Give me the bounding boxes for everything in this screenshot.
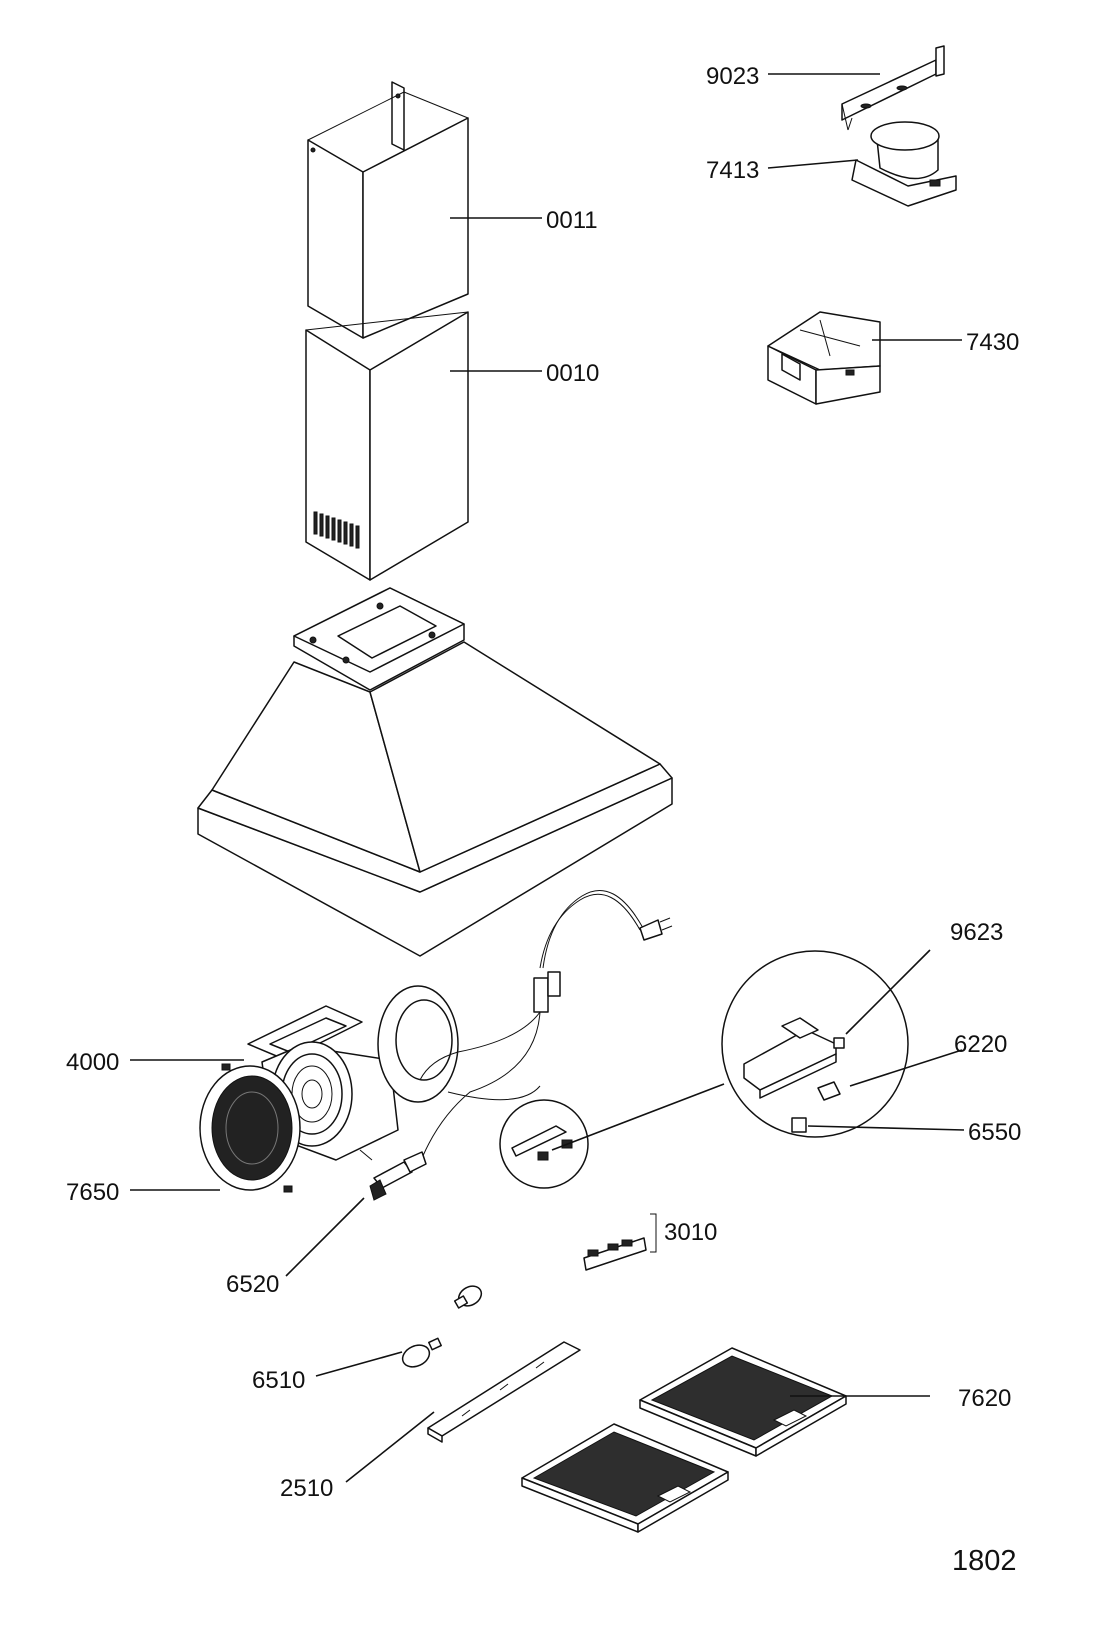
motor-filter-ring xyxy=(199,1063,301,1193)
hood-canopy xyxy=(197,587,673,957)
label-6510: 6510 xyxy=(252,1367,305,1394)
label-7650: 7650 xyxy=(66,1179,119,1206)
chimney-lower-section xyxy=(305,311,469,581)
label-7413: 7413 xyxy=(706,157,759,184)
control-panel-detail xyxy=(721,950,909,1138)
label-0010: 0010 xyxy=(546,360,599,387)
part-number-labels: 0011 0010 9023 7413 7430 9623 6220 6550 … xyxy=(66,63,1021,1577)
air-outlet-ring xyxy=(851,121,957,207)
diagram-reference-number: 1802 xyxy=(952,1545,1017,1577)
label-4000: 4000 xyxy=(66,1049,119,1076)
label-6220: 6220 xyxy=(954,1031,1007,1058)
label-6550: 6550 xyxy=(968,1119,1021,1146)
wall-bracket xyxy=(841,45,945,131)
label-6520: 6520 xyxy=(226,1271,279,1298)
power-cord xyxy=(417,889,673,1169)
lamp-holder xyxy=(359,1149,427,1201)
grease-filters xyxy=(521,1347,847,1533)
vent-slots xyxy=(313,511,360,549)
control-board-inset xyxy=(499,1099,589,1189)
label-9623: 9623 xyxy=(950,919,1003,946)
label-2510: 2510 xyxy=(280,1475,333,1502)
label-7430: 7430 xyxy=(966,329,1019,356)
label-0011: 0011 xyxy=(546,207,598,234)
label-3010: 3010 xyxy=(664,1219,717,1246)
switch-assembly xyxy=(583,1213,657,1271)
chimney-upper-section xyxy=(307,81,469,339)
recirculation-adapter xyxy=(767,311,881,405)
label-7620: 7620 xyxy=(958,1385,1011,1412)
leader-lines xyxy=(130,73,965,1483)
label-9023: 9023 xyxy=(706,63,759,90)
lamp-bulbs xyxy=(401,1285,483,1368)
lamp-glass-cover xyxy=(427,1341,581,1443)
